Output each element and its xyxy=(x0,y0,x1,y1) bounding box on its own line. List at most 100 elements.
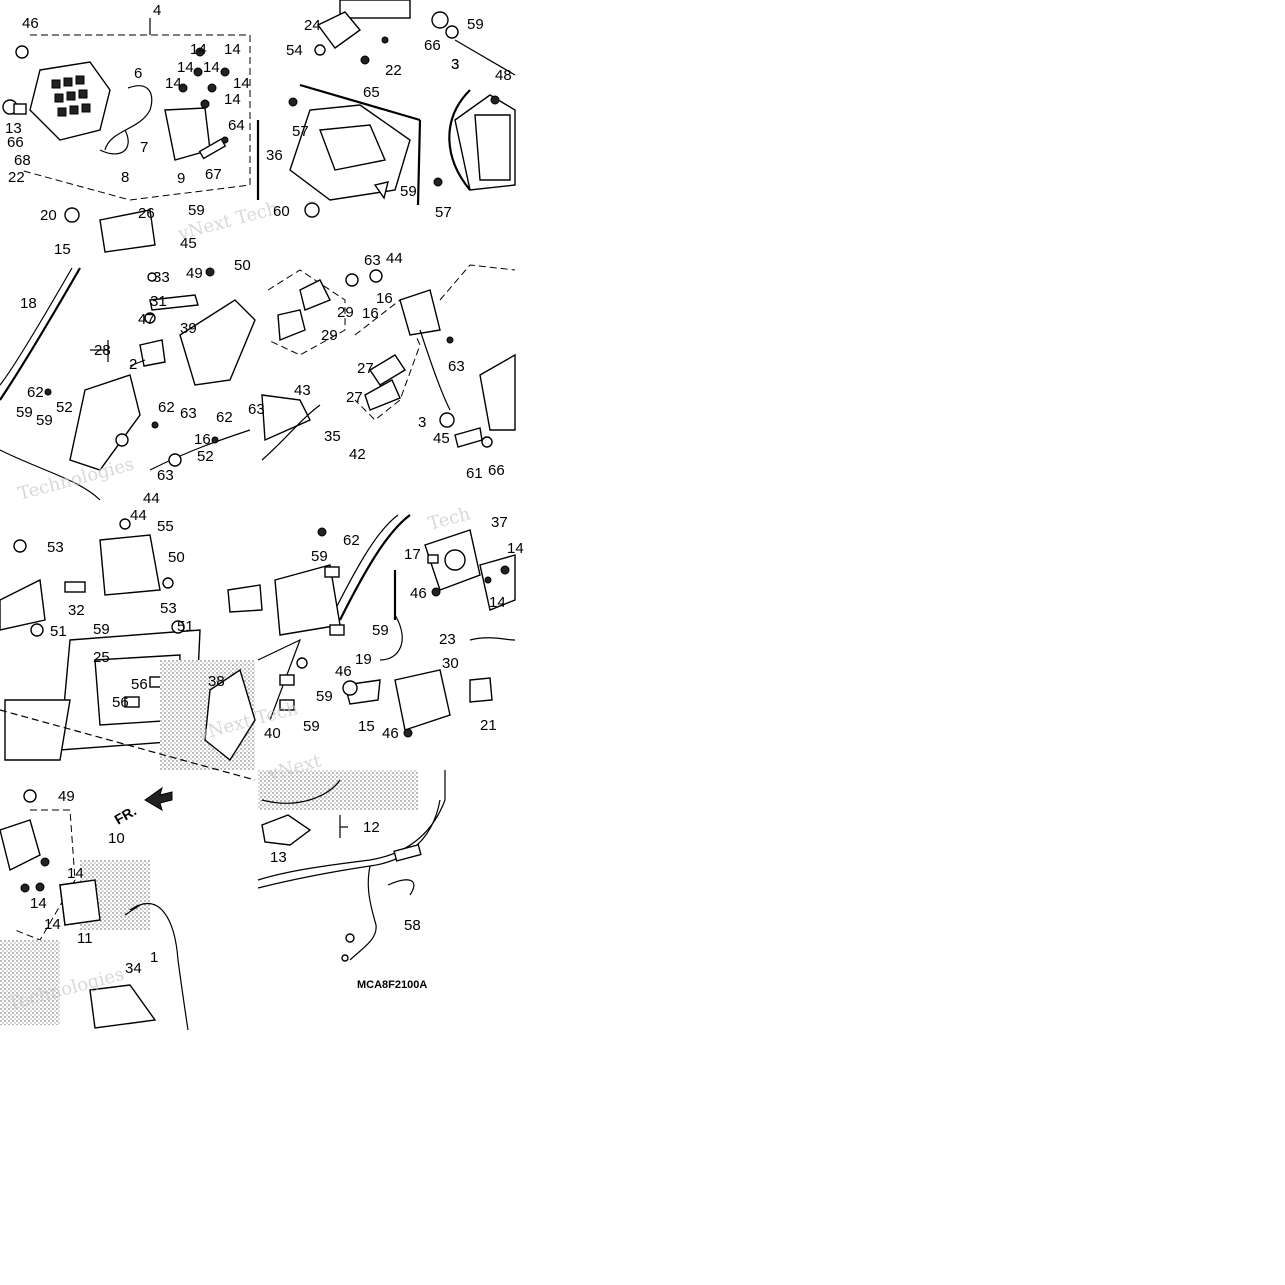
callout-number: 14 xyxy=(30,895,47,912)
callout-number: 63 xyxy=(448,358,465,375)
callout-number: 14 xyxy=(507,540,524,557)
callout-number: 10 xyxy=(108,830,125,847)
callout-number: 45 xyxy=(433,430,450,447)
callout-number: 23 xyxy=(439,631,456,648)
callout-number: 59 xyxy=(467,16,484,33)
callout-number: 48 xyxy=(495,67,512,84)
callout-number: 14 xyxy=(44,916,61,933)
panel-floor-mats xyxy=(261,269,441,461)
callout-number: 14 xyxy=(165,75,182,92)
callout-number: 64 xyxy=(228,117,245,134)
callout-number: 14 xyxy=(233,75,250,92)
callout-number: 6 xyxy=(134,65,142,82)
callout-number: 14 xyxy=(224,41,241,58)
callout-number: 51 xyxy=(177,618,194,635)
panel-front-cover xyxy=(227,514,493,738)
callout-number: 59 xyxy=(316,688,333,705)
callout-number: 26 xyxy=(138,205,155,222)
callout-number: 66 xyxy=(424,37,441,54)
callout-number: 43 xyxy=(294,382,311,399)
panel-cable-harness xyxy=(257,770,446,962)
panel-side-pocket xyxy=(431,11,516,191)
callout-number: 16 xyxy=(362,305,379,322)
callout-number: 27 xyxy=(357,360,374,377)
callout-number: 66 xyxy=(488,462,505,479)
callout-number: 16 xyxy=(376,290,393,307)
callout-number: 3 xyxy=(451,56,459,73)
callout-number: 62 xyxy=(343,532,360,549)
panel-right-switch xyxy=(393,529,516,641)
panel-center-console xyxy=(0,518,256,781)
panel-glove-box xyxy=(0,786,189,1031)
callout-number: 11 xyxy=(77,930,93,947)
callout-number: 14 xyxy=(67,865,84,882)
callout-number: 46 xyxy=(335,663,352,680)
svg-text:Tech: Tech xyxy=(426,503,473,535)
callout-number: 62 xyxy=(27,384,44,401)
callout-number: 68 xyxy=(14,152,31,169)
callout-number: 45 xyxy=(180,235,197,252)
callout-number: 51 xyxy=(50,623,67,640)
callout-number: 66 xyxy=(7,134,24,151)
callout-number: 35 xyxy=(324,428,341,445)
callout-number: 46 xyxy=(382,725,399,742)
callout-number: 53 xyxy=(47,539,64,556)
callout-number: 4 xyxy=(153,2,161,19)
callout-number: 18 xyxy=(20,295,37,312)
callout-number: 44 xyxy=(386,250,403,267)
callout-number: 59 xyxy=(303,718,320,735)
callout-number: 21 xyxy=(480,717,497,734)
callout-number: 67 xyxy=(205,166,222,183)
direction-label: FR. xyxy=(112,802,140,827)
callout-number: 63 xyxy=(157,467,174,484)
callout-number: 31 xyxy=(150,293,167,310)
callout-number: 24 xyxy=(304,17,321,34)
callout-number: 20 xyxy=(40,207,57,224)
callout-number: 52 xyxy=(56,399,73,416)
callout-number: 46 xyxy=(410,585,427,602)
callout-number: 56 xyxy=(112,694,129,711)
callout-number: 19 xyxy=(355,651,372,668)
panel-right-fairing xyxy=(419,264,516,448)
callout-number: 44 xyxy=(143,490,160,507)
callout-number: 13 xyxy=(270,849,287,866)
callout-number: 37 xyxy=(491,514,508,531)
callout-number: 59 xyxy=(36,412,53,429)
callout-number: 60 xyxy=(273,203,290,220)
callout-number: 46 xyxy=(22,15,39,32)
callout-number: 12 xyxy=(363,819,380,836)
panel-inner-cover-left xyxy=(0,207,256,501)
callout-number: 16 xyxy=(194,431,211,448)
panel-switch-assembly xyxy=(2,18,251,201)
callout-number: 63 xyxy=(248,401,265,418)
callout-number: 2 xyxy=(129,356,137,373)
callout-number: 15 xyxy=(358,718,375,735)
callout-number: 39 xyxy=(180,320,197,337)
callout-number: 34 xyxy=(125,960,142,977)
callout-number: 7 xyxy=(140,139,148,156)
callout-number: 14 xyxy=(203,59,220,76)
callout-number: 14 xyxy=(177,59,194,76)
callout-number: 3 xyxy=(418,414,426,431)
callout-number: 33 xyxy=(153,269,170,286)
callout-number: 22 xyxy=(8,169,25,186)
callout-number: 49 xyxy=(58,788,75,805)
callout-number: 14 xyxy=(190,41,207,58)
callout-number: 65 xyxy=(363,84,380,101)
callout-number: 32 xyxy=(68,602,85,619)
callout-number: 61 xyxy=(466,465,483,482)
callout-number: 59 xyxy=(16,404,33,421)
callout-number: 50 xyxy=(168,549,185,566)
callout-number: 56 xyxy=(131,676,148,693)
callout-number: 59 xyxy=(93,621,110,638)
callout-number: 58 xyxy=(404,917,421,934)
callout-number: 59 xyxy=(372,622,389,639)
callout-number: 54 xyxy=(286,42,303,59)
callout-number: 27 xyxy=(346,389,363,406)
callout-number: 29 xyxy=(321,327,338,344)
callout-number: 57 xyxy=(292,123,309,140)
callout-number: 14 xyxy=(224,91,241,108)
callout-number: 62 xyxy=(158,399,175,416)
